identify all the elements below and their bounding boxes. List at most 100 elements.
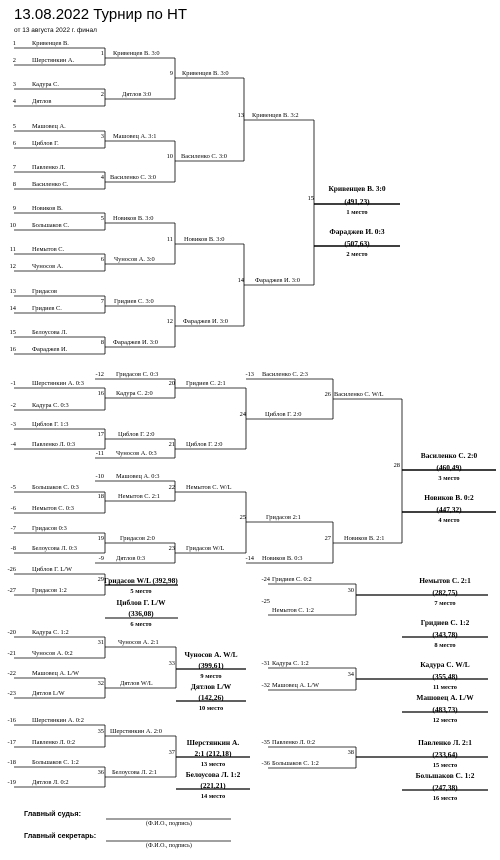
seed-number: -17: [7, 739, 16, 746]
sixth-place-rating: (336,08): [128, 609, 154, 618]
place-label: 14 место: [200, 793, 226, 800]
entry-name: Машовец А. L/W: [32, 670, 79, 677]
match-result: Циблов Г. 2:0: [118, 431, 155, 438]
player-name: Фараджев И.: [32, 346, 68, 353]
seed-number: -12: [95, 371, 104, 378]
match-result: Новиков В. 3:0: [113, 215, 154, 222]
match-number: 34: [347, 671, 354, 678]
player-name: Василенко С.: [32, 181, 69, 188]
entry-name: Павленко Л. 0:3: [32, 441, 76, 448]
seed-number: 10: [9, 222, 16, 229]
thirteenth-place: Шерстянкин А.: [186, 738, 240, 747]
match-number: 20: [168, 380, 175, 387]
entry-name: Машовец А. 0:3: [116, 473, 160, 480]
player-name: Кривенцев В.: [32, 40, 69, 47]
match-number: 24: [239, 411, 246, 418]
match-number: 13: [237, 112, 244, 119]
entry-name: Гридасов 0:3: [32, 525, 67, 532]
seed-number: -2: [10, 402, 16, 409]
player-name: Белоусова Л.: [32, 329, 68, 336]
match-number: 5: [100, 215, 104, 222]
fourteenth-place-rating: (221,21): [200, 781, 226, 790]
entry-name: Павленко Л. 0:2: [32, 739, 76, 746]
entry-name: Новиков В. 0:3: [262, 555, 303, 562]
page-subtitle: от 13 августа 2022 г. финал: [14, 27, 97, 34]
eighth-place-rating: (343,78): [432, 630, 458, 639]
player-name: Дятлов: [32, 98, 52, 105]
match-result: Новиков В. 3:0: [184, 236, 225, 243]
entry-name: Немытов С. 0:3: [32, 505, 74, 512]
match-result: Машовец А. 3:1: [113, 133, 157, 140]
place-label: 2 место: [346, 251, 368, 258]
seed-number: -23: [7, 690, 16, 697]
entry-name: Гридиев С. 0:2: [272, 576, 312, 583]
match-result: Гридасов W/L: [186, 545, 225, 552]
final-loser: Фараджев И. 0:3: [329, 227, 385, 236]
sixteenth-place-rating: (247,38): [432, 783, 458, 792]
seed-number: -6: [10, 505, 16, 512]
player-name: Шерстянкин А.: [32, 57, 75, 64]
seed-number: -3: [10, 421, 16, 428]
eighth-place: Гридиев С. 1:2: [420, 618, 470, 627]
seed-number: 6: [12, 140, 16, 147]
match-number: 8: [100, 339, 104, 346]
match-result: Шерстянкин А. 2:0: [110, 728, 162, 735]
chief-secretary-label: Главный секретарь:: [24, 831, 97, 840]
final-winner-rating: (491,23): [344, 197, 370, 206]
entry-name: Кадура С. 0:3: [32, 402, 69, 409]
place-label: 9 место: [200, 673, 222, 680]
match-number: 25: [239, 514, 246, 521]
entry-name: Гридасов 1:2: [32, 587, 67, 594]
entry-name: Большаков С. 1:2: [32, 759, 79, 766]
place-label: 8 место: [434, 642, 456, 649]
match-number: 16: [97, 390, 104, 397]
entry-name: Василенко С. 2:3: [262, 371, 308, 378]
eleventh-place-rating: (355,48): [432, 672, 458, 681]
entry-name: Гридасов С. 0:3: [116, 371, 159, 378]
place-label: 4 место: [438, 517, 460, 524]
match-number: 37: [168, 749, 175, 756]
seed-number: 7: [12, 164, 16, 171]
entry-name: Большаков С. 1:2: [272, 760, 319, 767]
player-name: Павленко Л.: [32, 164, 66, 171]
third-place-winner: Василенко С. 2:0: [420, 451, 478, 460]
ninth-place: Чуносов А. W/L: [184, 650, 238, 659]
twelfth-place: Машовец А. L/W: [416, 693, 474, 702]
seed-number: -36: [261, 760, 270, 767]
entry-name: Чуносов А. 0:2: [32, 650, 73, 657]
place-label: 1 место: [346, 209, 368, 216]
sixth-place: Циблов Г. L/W: [116, 598, 166, 607]
place-label: 12 место: [432, 717, 458, 724]
match-number: 1: [100, 50, 104, 57]
place-label: 16 место: [432, 795, 458, 802]
seed-number: -14: [245, 555, 254, 562]
tenth-place-rating: (142,26): [198, 693, 224, 702]
fifteenth-place-rating: (233,64): [432, 750, 458, 759]
player-name: Новиков В.: [32, 205, 63, 212]
third-place-winner-rating: (460,49): [436, 463, 462, 472]
seed-number: 8: [12, 181, 16, 188]
match-number: 29: [97, 576, 104, 583]
seed-number: 16: [9, 346, 16, 353]
match-number: 6: [100, 256, 104, 263]
match-result: Фараджев И. 3:0: [255, 277, 300, 284]
final-winner: Кривенцев В. 3:0: [328, 184, 386, 193]
match-result: Кривенцев В. 3:0: [113, 50, 160, 57]
match-result: Василенко С. W/L: [334, 391, 384, 398]
ninth-place-rating: (399,61): [198, 661, 224, 670]
match-number: 27: [324, 535, 331, 542]
fourth-place: Новиков В. 0:2: [424, 493, 474, 502]
place-label: 7 место: [434, 600, 456, 607]
match-result: Новиков В. 2:1: [344, 535, 385, 542]
player-name: Кадура С.: [32, 81, 59, 88]
fifth-place: Гридасов W/L (392,98): [104, 576, 178, 585]
place-label: 10 место: [198, 705, 224, 712]
place-label: 15 место: [432, 762, 458, 769]
sixteenth-place: Большаков С. 1:2: [415, 771, 475, 780]
seed-number: 13: [9, 288, 16, 295]
match-result: Кадура С. 2:0: [116, 390, 153, 397]
seed-number: -1: [10, 380, 16, 387]
match-result: Гридиев С. 3:0: [114, 298, 154, 305]
seed-number: -27: [7, 587, 16, 594]
